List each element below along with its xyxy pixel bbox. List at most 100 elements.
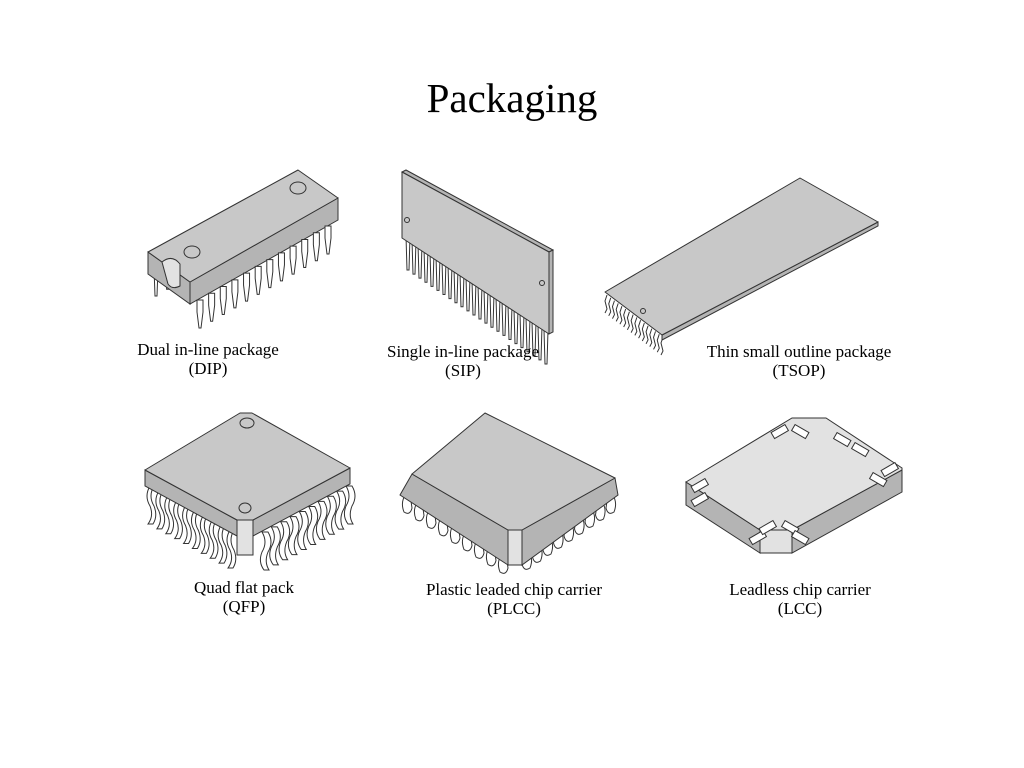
tsop-pin [604, 294, 608, 314]
tsop-abbr: (TSOP) [772, 361, 826, 380]
tsop-pin [623, 308, 627, 328]
qfp-pin [217, 524, 228, 564]
tsop-name: Thin small outline package [706, 342, 892, 361]
qfp-caption: Quad flat pack (QFP) [94, 578, 394, 616]
qfp-pin [190, 509, 201, 549]
dip-pin [219, 286, 227, 316]
lcc-abbr: (LCC) [777, 599, 823, 618]
lcc-pad [850, 441, 870, 458]
sip-illustration [400, 169, 555, 365]
qfp-pin [315, 500, 328, 540]
sip-right-edge [548, 249, 554, 335]
sip-name: Single in-line package [386, 342, 539, 361]
qfp-pin [306, 505, 319, 545]
qfp-pin [226, 529, 237, 569]
qfp-pin [334, 490, 347, 530]
sip-hole-left [404, 217, 410, 223]
plcc-illustration [399, 412, 619, 574]
dip-pin [254, 265, 262, 295]
lcc-pad [832, 431, 852, 448]
qfp-top-face [144, 412, 351, 521]
qfp-pin [297, 511, 309, 551]
sip-hole-right [539, 280, 545, 286]
tsop-pin [611, 300, 615, 319]
plcc-caption: Plastic leaded chip carrier (PLCC) [364, 580, 664, 618]
lcc-pad [690, 491, 710, 508]
dip-name: Dual in-line package [137, 340, 279, 359]
sip-abbr: (SIP) [445, 361, 481, 380]
sip-caption: Single in-line package (SIP) [313, 342, 613, 380]
qfp-pin [182, 505, 192, 545]
qfp-pin1-dot [238, 502, 252, 514]
qfp-pin [287, 516, 300, 556]
lcc-pad [880, 461, 900, 478]
sip-pin [489, 292, 495, 328]
tsop-pin [638, 320, 642, 339]
tsop-pin [626, 311, 630, 331]
tsop-pin [630, 314, 634, 333]
lcc-pad [790, 529, 810, 546]
dip-pin [289, 245, 297, 275]
dip-pin [208, 292, 216, 322]
lcc-pad [690, 477, 710, 494]
dip-pin [231, 279, 239, 309]
qfp-pin [155, 490, 166, 530]
qfp-pin [269, 526, 281, 566]
lcc-caption: Leadless chip carrier (LCC) [650, 580, 950, 618]
lcc-pad [758, 519, 778, 536]
dip-pin [243, 272, 251, 302]
lcc-pad [868, 471, 888, 488]
sip-pin [513, 309, 519, 345]
qfp-corner [236, 519, 254, 556]
qfp-pin [278, 521, 291, 561]
sip-pin [495, 296, 501, 332]
plcc-corner [507, 529, 523, 566]
sip-pin [507, 304, 513, 340]
qfp-pin [343, 485, 356, 525]
plcc-top-face [411, 412, 616, 531]
dip-pin [324, 225, 332, 255]
dip-abbr: (DIP) [188, 359, 228, 378]
plcc-name: Plastic leaded chip carrier [425, 580, 603, 599]
dip-pin [277, 252, 285, 282]
qfp-pin [146, 485, 157, 525]
dip-caption: Dual in-line package (DIP) [58, 340, 358, 378]
tsop-pin1-dot [640, 308, 646, 314]
dip-pin [301, 238, 309, 268]
tsop-pin [608, 297, 612, 317]
dip-illustration [147, 169, 339, 329]
qfp-name: Quad flat pack [193, 578, 295, 597]
lcc-pad [770, 423, 790, 440]
tsop-pin [656, 334, 660, 353]
tsop-pin [645, 325, 649, 345]
qfp-pin [199, 514, 210, 554]
sip-plate [401, 171, 550, 335]
lcc-name: Leadless chip carrier [729, 580, 871, 599]
tsop-illustration [604, 177, 879, 356]
plcc-abbr: (PLCC) [487, 599, 541, 618]
qfp-illustration [144, 412, 356, 571]
tsop-caption: Thin small outline package (TSOP) [649, 342, 949, 380]
tsop-top-face [604, 177, 879, 336]
slide-title: Packaging [426, 75, 598, 121]
tsop-pin [641, 322, 645, 342]
tsop-pin [615, 303, 619, 322]
qfp-pin [325, 495, 337, 535]
dip-pin [196, 299, 204, 329]
qfp-pin [259, 531, 272, 571]
dip-mark-dot [289, 181, 307, 195]
qfp-pin [164, 495, 175, 535]
tsop-pin [653, 331, 657, 350]
qfp-abbr: (QFP) [222, 597, 266, 616]
lcc-pad [790, 423, 810, 440]
tsop-pin [649, 328, 653, 347]
qfp-mark-dot [239, 417, 255, 429]
qfp-pin [208, 519, 219, 559]
dip-pin1-dot [183, 245, 201, 259]
qfp-pin [173, 500, 183, 540]
dip-notch [161, 258, 181, 289]
tsop-pin [634, 317, 638, 336]
sip-pin [501, 300, 507, 336]
dip-pin [266, 259, 274, 289]
